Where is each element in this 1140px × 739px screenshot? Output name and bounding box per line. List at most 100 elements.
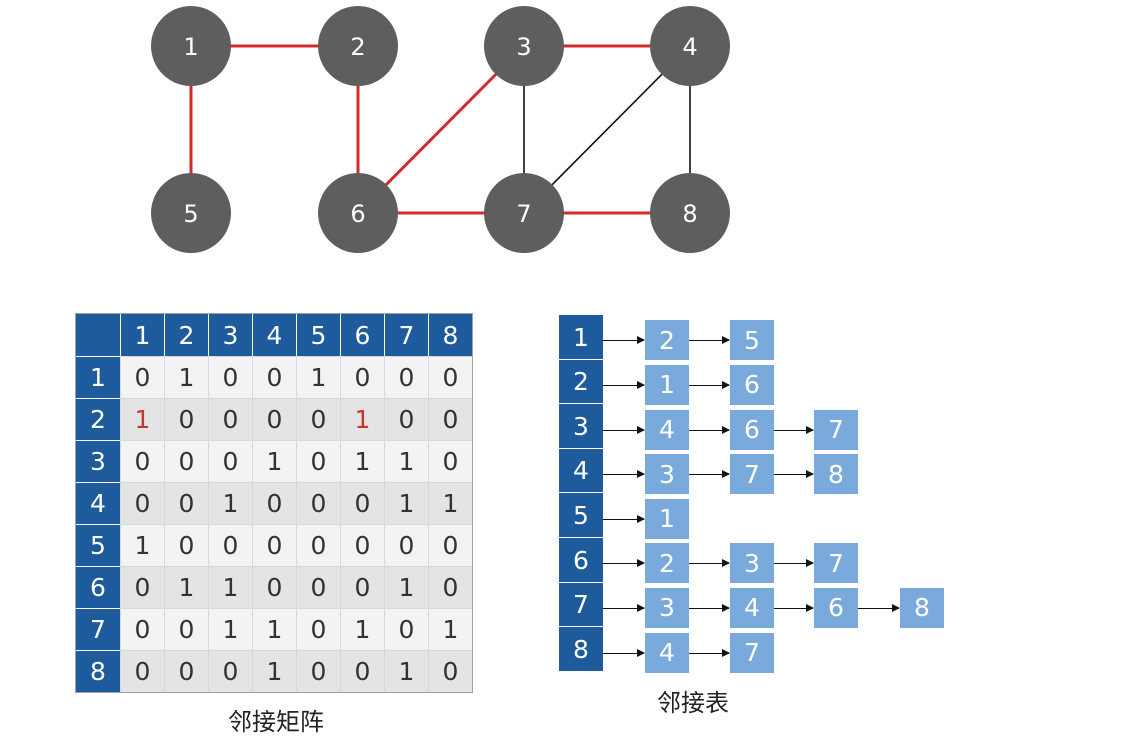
graph-node-circle: [484, 173, 564, 253]
adjacency-list-head-1: 1: [559, 314, 603, 360]
adjacency-list-arrow: [689, 603, 730, 612]
matrix-cell: 0: [164, 608, 208, 650]
adjacency-list-head-2: 2: [559, 358, 603, 404]
adjacency-list-head-4: 4: [559, 447, 603, 493]
adjacency-list-arrow: [689, 648, 730, 657]
adjacency-list-node: 6: [730, 364, 774, 405]
matrix-cell: 1: [252, 440, 296, 482]
adjacency-list-arrow: [689, 425, 730, 434]
matrix-column-header: 1: [120, 314, 164, 356]
adjacency-list-arrow: [774, 559, 814, 568]
matrix-column-header: 8: [428, 314, 472, 356]
graph-node-circle: [318, 173, 398, 253]
adjacency-list-arrow: [603, 380, 645, 389]
matrix-cell: 0: [428, 566, 472, 608]
matrix-cell: 1: [164, 356, 208, 398]
matrix-row-header: 5: [76, 524, 120, 566]
adjacency-list-head-6: 6: [559, 537, 603, 583]
adjacency-list-arrow: [774, 425, 814, 434]
adjacency-list-node: 8: [900, 587, 944, 628]
graph-node-circle: [484, 6, 564, 86]
matrix-cell: 0: [120, 566, 164, 608]
matrix-cell: 1: [340, 440, 384, 482]
adjacency-list-arrow: [603, 559, 645, 568]
matrix-cell: 0: [208, 524, 252, 566]
matrix-cell: 0: [296, 440, 340, 482]
graph-node-label: 3: [516, 33, 531, 61]
graph-node-label: 8: [682, 200, 697, 228]
matrix-cell: 0: [164, 482, 208, 524]
matrix-cell: 0: [384, 398, 428, 440]
adjacency-list-head-7: 7: [559, 581, 603, 627]
matrix-cell: 1: [428, 608, 472, 650]
adjacency-list-node: 7: [730, 454, 774, 495]
adjacency-list-node: 3: [645, 454, 689, 495]
matrix-cell: 0: [428, 440, 472, 482]
matrix-cell: 0: [252, 356, 296, 398]
adjacency-list-arrow: [603, 603, 645, 612]
graph-node-4: 4: [650, 6, 730, 86]
adjacency-list-node: 4: [645, 632, 689, 673]
matrix-column-header: 4: [252, 314, 296, 356]
matrix-cell: 0: [164, 398, 208, 440]
matrix-cell: 0: [428, 524, 472, 566]
matrix-cell: 1: [384, 440, 428, 482]
adjacency-list-arrow: [603, 648, 645, 657]
adjacency-list-node: 1: [645, 498, 689, 539]
matrix-cell: 0: [340, 482, 384, 524]
adjacency-list-node: 2: [645, 543, 689, 584]
matrix-row-header: 2: [76, 398, 120, 440]
matrix-cell: 0: [340, 356, 384, 398]
matrix-cell: 0: [296, 398, 340, 440]
adjacency-list-node: 6: [814, 587, 858, 628]
matrix-cell: 0: [120, 482, 164, 524]
graph-node-label: 4: [682, 33, 697, 61]
adjacency-list-arrow: [774, 470, 814, 479]
matrix-column-header: 5: [296, 314, 340, 356]
matrix-cell: 0: [296, 566, 340, 608]
matrix-cell: 0: [340, 566, 384, 608]
graph-node-8: 8: [650, 173, 730, 253]
graph-node-2: 2: [318, 6, 398, 86]
adjacency-list-arrow: [603, 425, 645, 434]
adjacency-list-arrow: [603, 514, 645, 523]
graph-node-label: 2: [350, 33, 365, 61]
adjacency-list-node: 3: [730, 543, 774, 584]
matrix-cell: 0: [120, 356, 164, 398]
graph-node-circle: [650, 6, 730, 86]
adjacency-list-node: 5: [730, 320, 774, 361]
matrix-cell: 0: [340, 650, 384, 692]
adjacency-list-arrow: [603, 470, 645, 479]
matrix-cell: 1: [208, 608, 252, 650]
matrix-cell: 0: [164, 650, 208, 692]
matrix-column-header: 6: [340, 314, 384, 356]
matrix-cell: 0: [296, 650, 340, 692]
adjacency-list-arrow: [689, 380, 730, 389]
matrix-row-header: 3: [76, 440, 120, 482]
matrix-cell: 0: [252, 482, 296, 524]
graph-node-5: 5: [151, 173, 231, 253]
adjacency-list-node: 7: [730, 632, 774, 673]
graph-node-circle: [318, 6, 398, 86]
matrix-corner: [76, 314, 120, 356]
adjacency-list-node: 6: [730, 409, 774, 450]
adjacency-list-node: 2: [645, 320, 689, 361]
matrix-cell: 1: [208, 566, 252, 608]
adjacency-list-head-3: 3: [559, 403, 603, 449]
matrix-cell: 1: [384, 566, 428, 608]
adjacency-list-node: 4: [730, 587, 774, 628]
matrix-cell: 0: [252, 566, 296, 608]
adjacency-list-head-8: 8: [559, 626, 603, 672]
matrix-cell: 0: [208, 440, 252, 482]
graph-node-label: 6: [350, 200, 365, 228]
graph-node-6: 6: [318, 173, 398, 253]
graph-node-circle: [650, 173, 730, 253]
matrix-cell: 0: [384, 356, 428, 398]
graph-node-label: 7: [516, 200, 531, 228]
matrix-cell: 1: [428, 482, 472, 524]
graph-node-circle: [151, 6, 231, 86]
matrix-cell: 0: [296, 608, 340, 650]
matrix-cell: 1: [120, 398, 164, 440]
